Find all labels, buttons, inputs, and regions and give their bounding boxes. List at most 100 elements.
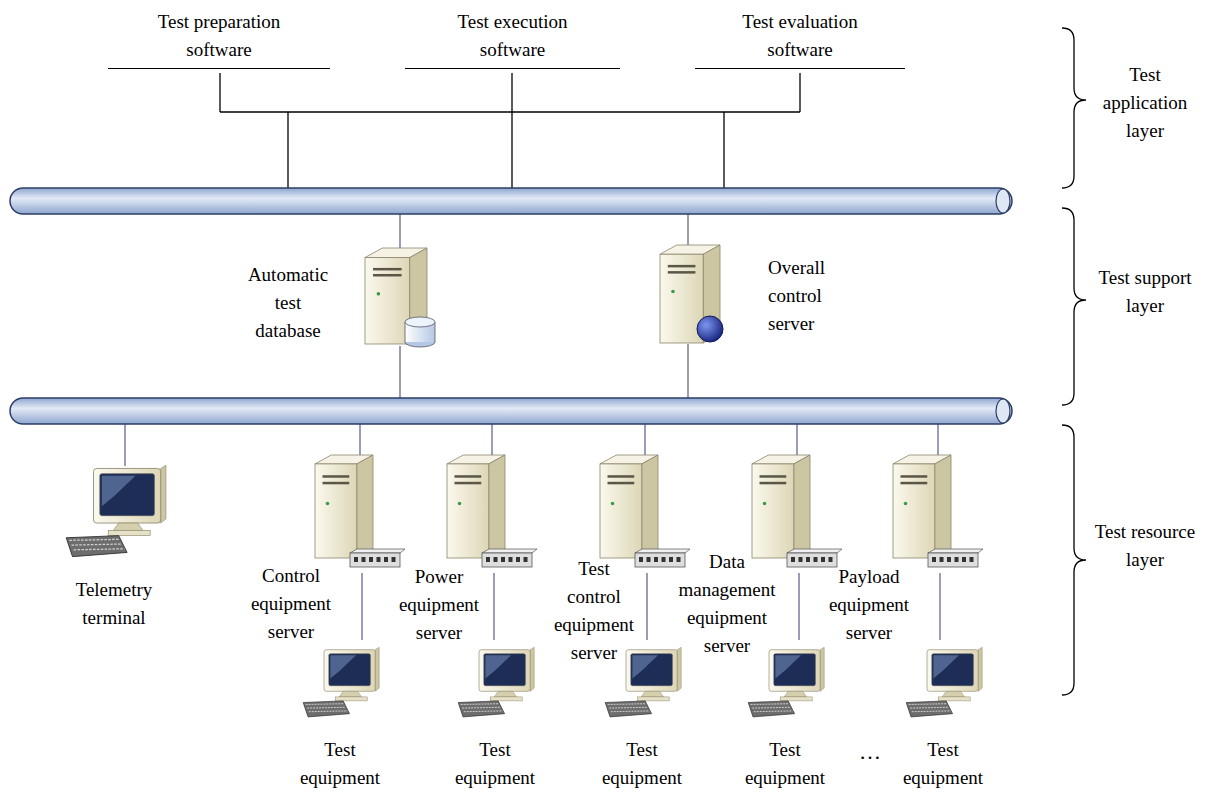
- wire: [937, 422, 938, 458]
- software-name: Test evaluation software: [715, 8, 885, 64]
- software-label: Test execution software: [405, 8, 620, 69]
- node-label: Test equipment: [285, 736, 395, 792]
- test-equipment: Test equipment: [300, 640, 380, 725]
- layer-label: Test support layer: [1090, 264, 1200, 320]
- wire: [359, 422, 360, 458]
- label-holder: Data management equipment server: [673, 548, 781, 660]
- network-switch: [482, 549, 537, 567]
- network-bus: [10, 188, 1012, 214]
- connector-line: [361, 573, 362, 640]
- network-switch: [787, 549, 842, 567]
- software-label: Test preparation software: [108, 8, 330, 69]
- node-label: Test equipment: [587, 736, 697, 792]
- control-server: Overall control server: [655, 245, 730, 345]
- equipment-server: Payload equipment server: [893, 455, 981, 573]
- node-icon: [600, 455, 688, 573]
- label-holder: Payload equipment server: [826, 563, 912, 647]
- connector-line: [798, 573, 799, 640]
- wire: [287, 112, 288, 189]
- equipment-server: Data management equipment server: [752, 455, 840, 573]
- test-equipment: Test equipment: [455, 640, 535, 725]
- node-icon: [655, 245, 730, 345]
- software-name: Test execution software: [428, 8, 598, 64]
- node-label: Overall control server: [768, 254, 848, 338]
- label-holder: Test equipment: [285, 736, 395, 792]
- node-label: Power equipment server: [396, 563, 482, 647]
- computer-icon: [605, 647, 681, 717]
- network-switch: [928, 549, 983, 567]
- label-holder: Overall control server: [768, 254, 848, 338]
- wire: [511, 73, 512, 189]
- layer-label: Test application layer: [1090, 61, 1200, 145]
- wire: [124, 422, 125, 466]
- database-cylinder: [405, 317, 435, 347]
- label-holder: Test equipment: [587, 736, 697, 792]
- wire: [687, 344, 688, 399]
- wire: [796, 422, 797, 458]
- network-switch: [350, 549, 405, 567]
- server-tower: [315, 455, 373, 558]
- node-icon: [360, 248, 445, 348]
- node-label: Telemetry terminal: [59, 576, 169, 632]
- connector-line: [493, 573, 494, 640]
- node-icon: [447, 455, 535, 573]
- database-server: Automatic test database: [360, 248, 445, 348]
- node-label: Test equipment: [440, 736, 550, 792]
- ellipsis-mark: …: [850, 738, 890, 766]
- software-name: Test preparation software: [134, 8, 304, 64]
- wire: [399, 214, 400, 250]
- node-label: Test equipment: [888, 736, 998, 792]
- label-holder: Test equipment: [730, 736, 840, 792]
- node-label: Data management equipment server: [673, 548, 781, 660]
- wire: [491, 422, 492, 458]
- bus-wires: [125, 214, 938, 466]
- node-icon: [752, 455, 840, 573]
- computer-icon: [458, 647, 534, 717]
- node-icon: [903, 640, 983, 725]
- software-label: Test evaluation software: [695, 8, 905, 69]
- computer-icon: [748, 647, 824, 717]
- label-holder: Automatic test database: [240, 261, 336, 345]
- node-icon: [455, 640, 535, 725]
- node-icon: [745, 640, 825, 725]
- test-equipment: Test equipment: [745, 640, 825, 725]
- control-ball: [697, 316, 723, 342]
- server-tower: [447, 455, 505, 558]
- label-holder: Test control equipment server: [552, 555, 636, 667]
- wire: [220, 111, 800, 112]
- node-icon: [893, 455, 981, 573]
- connector-line: [939, 573, 940, 640]
- wire: [219, 73, 220, 112]
- node-icon: [62, 464, 167, 559]
- server-tower: [600, 455, 658, 558]
- layer-label: Test resource layer: [1090, 518, 1200, 574]
- node-label: Test equipment: [730, 736, 840, 792]
- server-tower: [893, 455, 951, 558]
- equipment-server: Test control equipment server: [600, 455, 688, 573]
- label-holder: Telemetry terminal: [59, 576, 169, 632]
- equipment-server: Control equipment server: [315, 455, 403, 573]
- connector-line: [646, 573, 647, 640]
- node-label: Automatic test database: [240, 261, 336, 345]
- network-bus: [10, 398, 1012, 424]
- wire: [799, 73, 800, 112]
- node-label: Test control equipment server: [552, 555, 636, 667]
- wire: [644, 422, 645, 458]
- test-equipment: Test equipment: [903, 640, 983, 725]
- node-label: Payload equipment server: [826, 563, 912, 647]
- label-holder: Control equipment server: [248, 562, 334, 646]
- computer-icon: [303, 647, 379, 717]
- label-holder: Test equipment: [888, 736, 998, 792]
- computer-icon: [66, 465, 166, 556]
- label-holder: Power equipment server: [396, 563, 482, 647]
- software-tree: [220, 73, 800, 189]
- node-label: Control equipment server: [248, 562, 334, 646]
- computer-icon: [906, 647, 982, 717]
- equipment-server: Power equipment server: [447, 455, 535, 573]
- layer-brace: [1062, 28, 1086, 695]
- wire: [723, 112, 724, 189]
- node-icon: [300, 640, 380, 725]
